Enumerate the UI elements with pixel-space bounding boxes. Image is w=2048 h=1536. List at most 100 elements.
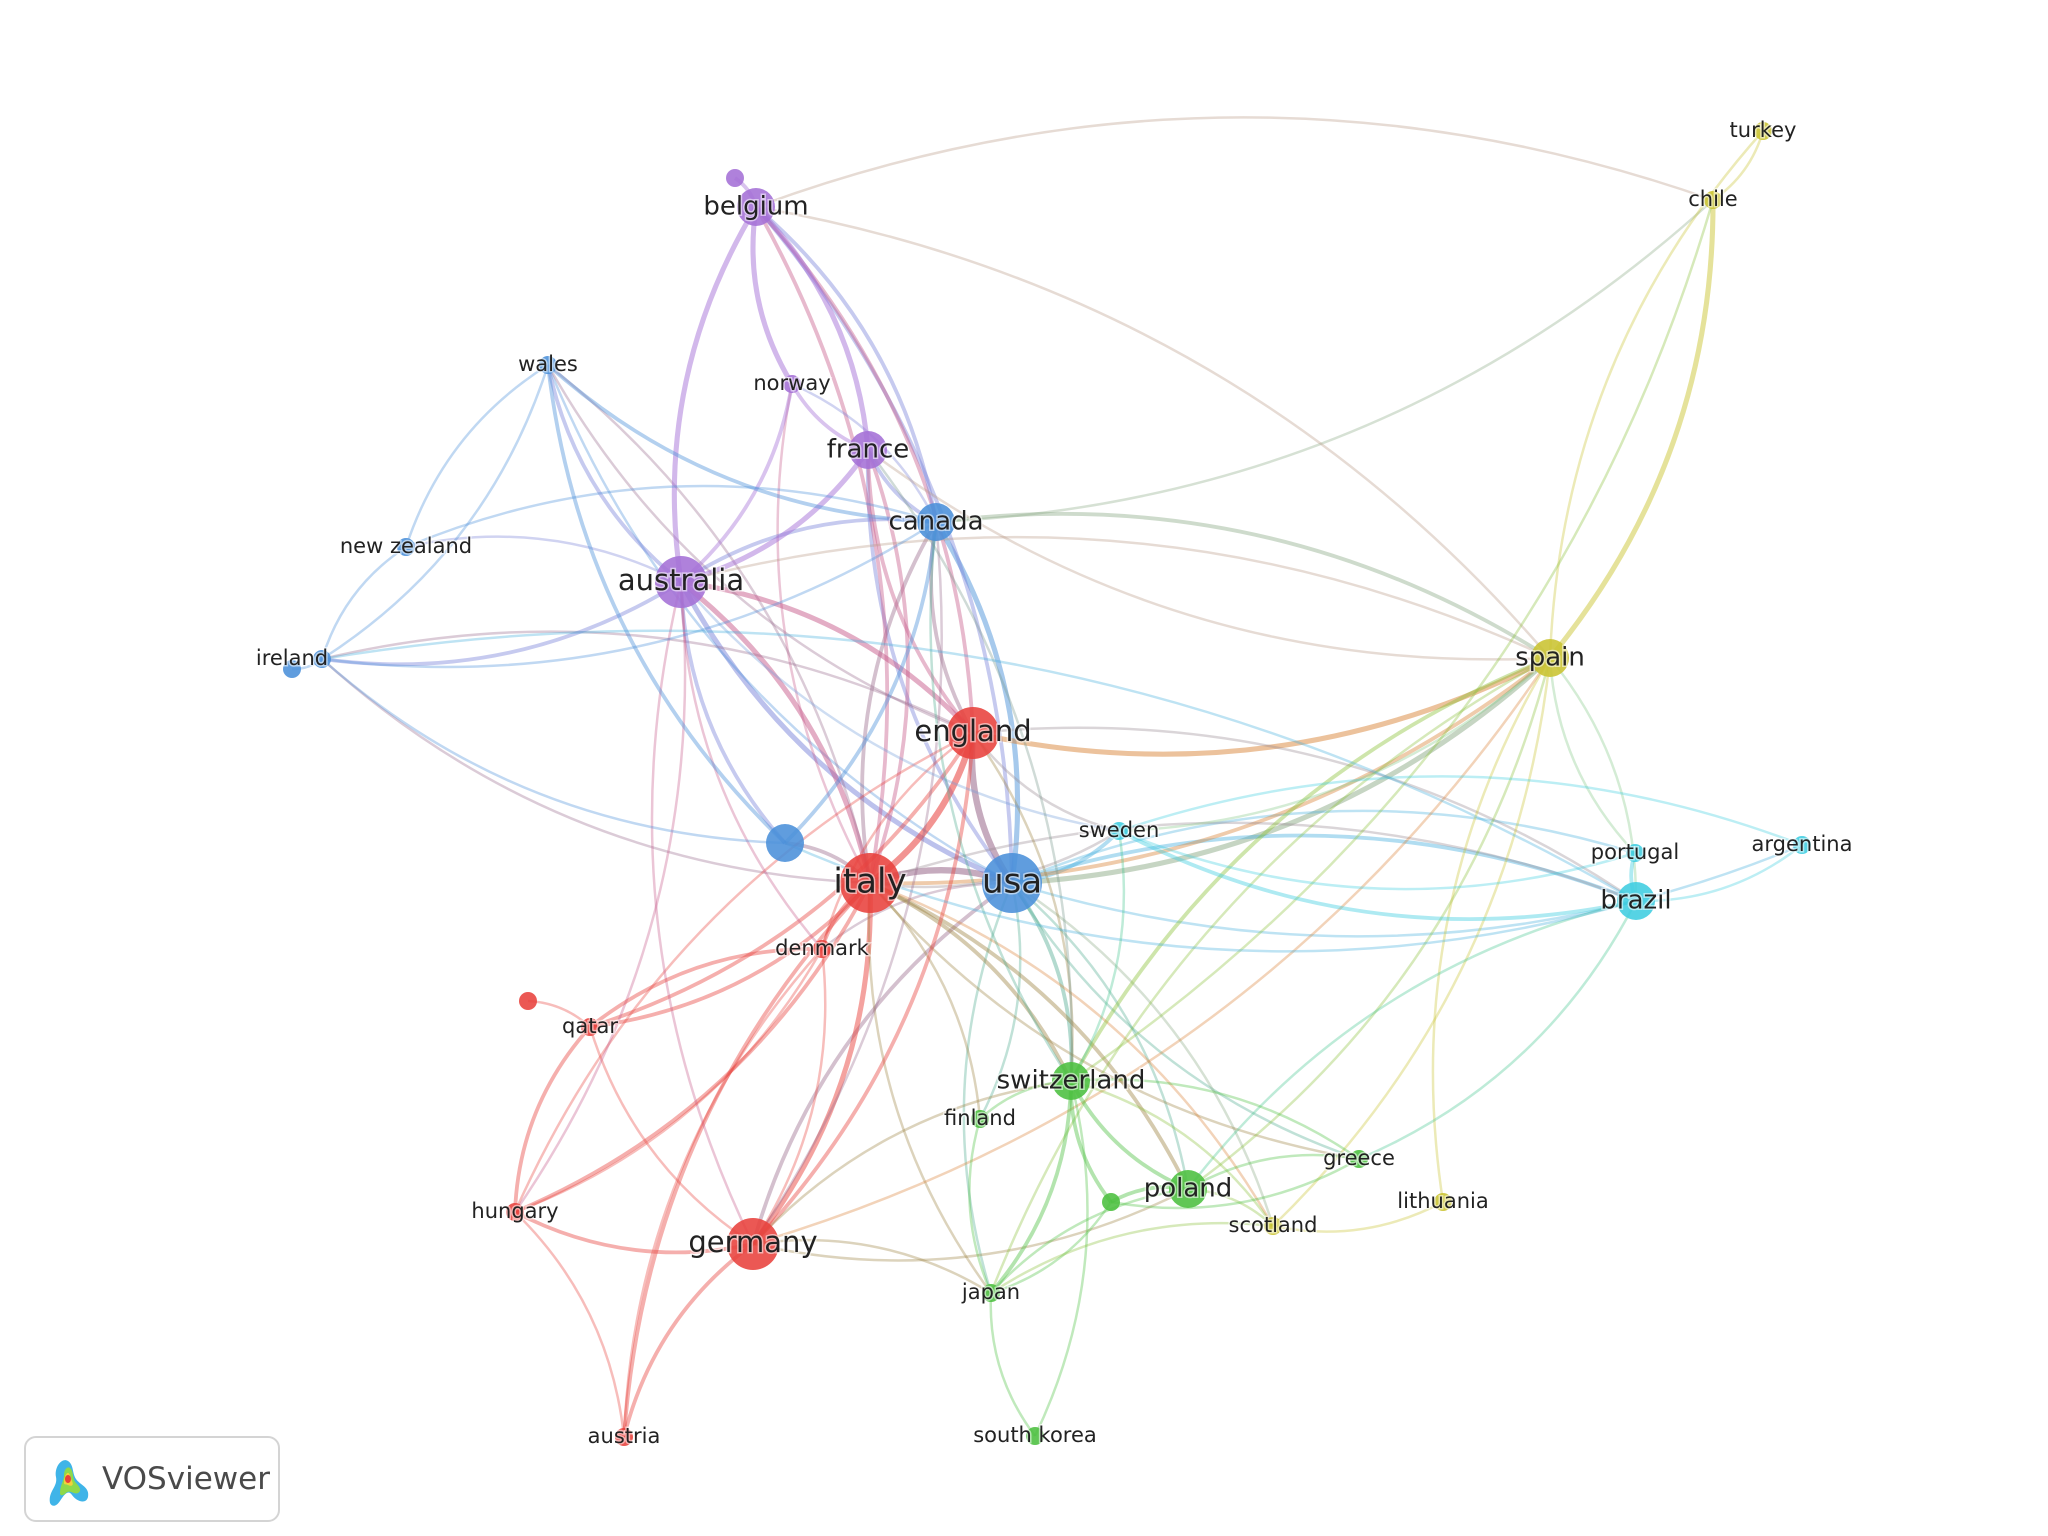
link-greece-unlabeled_green [1110,1157,1360,1210]
node-unlabeled-green[interactable] [1102,1193,1120,1211]
node-label-france[interactable]: france [825,433,911,466]
node-japan[interactable] [982,1284,1000,1302]
node-label-japan[interactable]: japan [959,1279,1021,1306]
node-unlabeled-red[interactable] [519,992,537,1010]
link-canada-switzerland [929,521,1073,1082]
nodes-layer [283,122,1811,1446]
node-label-portugal[interactable]: portugal [1589,839,1680,866]
node-label-brazil[interactable]: brazil [1599,884,1673,917]
node-label-denmark[interactable]: denmark [774,935,872,962]
node-norway[interactable] [783,375,801,393]
node-label-qatar[interactable]: qatar [561,1013,620,1040]
link-england-qatar [589,731,975,1029]
node-label-australia[interactable]: australia [616,562,745,599]
links-layer [291,116,1803,1438]
link-italy-australia [679,579,873,884]
node-finland[interactable] [971,1110,989,1128]
node-label-ireland[interactable]: ireland [254,645,329,672]
link-usa-germany [751,881,1014,1245]
link-usa-greece [1010,882,1360,1161]
link-sweden-argentina [1118,775,1803,847]
link-austria-denmark [622,948,823,1438]
link-belgium-france [754,205,871,451]
node-denmark[interactable] [813,940,831,958]
link-england-canada [929,521,975,734]
node-chile[interactable] [1704,191,1722,209]
node-label-switzerland[interactable]: switzerland [995,1064,1147,1097]
node-france[interactable] [849,431,887,469]
node-greece[interactable] [1350,1150,1368,1168]
node-new-zealand[interactable] [397,538,415,556]
node-label-wales[interactable]: wales [517,351,580,378]
node-unlabeled-blue[interactable] [766,824,804,862]
link-germany-canada [751,521,943,1245]
node-poland[interactable] [1169,1170,1207,1208]
node-label-sweden[interactable]: sweden [1077,817,1161,844]
node-label-norway[interactable]: norway [752,370,832,397]
link-spain-chile [1548,199,1716,660]
node-label-usa[interactable]: usa [980,860,1043,903]
node-label-canada[interactable]: canada [887,505,985,538]
link-australia-ireland [321,580,683,667]
node-label-spain[interactable]: spain [1514,641,1587,674]
node-label-south-korea[interactable]: south korea [972,1422,1099,1449]
link-usa-france [865,449,1014,885]
node-label-italy[interactable]: italy [832,860,908,903]
node-usa[interactable] [982,853,1042,913]
link-wales-new_zealand [404,363,549,548]
node-scotland[interactable] [1264,1217,1282,1235]
node-label-chile[interactable]: chile [1687,186,1739,213]
node-south-korea[interactable] [1026,1427,1044,1445]
node-label-scotland[interactable]: scotland [1227,1212,1319,1239]
node-belgium[interactable] [737,188,775,226]
node-canada[interactable] [917,503,955,541]
node-england[interactable] [947,707,999,759]
node-unlabeled-lightblue[interactable] [283,660,301,678]
node-switzerland[interactable] [1052,1062,1090,1100]
node-label-new-zealand[interactable]: new zealand [338,533,473,560]
node-label-turkey[interactable]: turkey [1728,117,1798,144]
node-austria[interactable] [615,1428,633,1446]
node-label-finland[interactable]: finland [943,1105,1018,1132]
node-label-germany[interactable]: germany [687,1224,819,1261]
node-turkey[interactable] [1754,122,1772,140]
node-qatar[interactable] [581,1018,599,1036]
link-england-germany [751,732,975,1246]
link-hungary-denmark [514,948,824,1214]
link-wales-unlabeled_blue [546,364,787,845]
node-label-hungary[interactable]: hungary [470,1198,560,1225]
link-spain-poland [1187,657,1552,1191]
link-italy-belgium [754,206,890,884]
node-label-argentina[interactable]: argentina [1750,831,1854,858]
node-portugal[interactable] [1626,844,1644,862]
node-italy[interactable] [840,853,900,913]
link-italy-hungary [514,882,872,1214]
link-spain-switzerland [1069,656,1551,1082]
node-label-poland[interactable]: poland [1142,1172,1234,1205]
link-switzerland-poland [1069,1080,1189,1191]
link-italy-switzerland [869,881,1073,1082]
vosviewer-logo-text: VOSviewer [102,1461,270,1497]
link-italy-austria [622,881,872,1438]
node-argentina[interactable] [1793,836,1811,854]
node-brazil[interactable] [1617,882,1655,920]
node-sweden[interactable] [1110,822,1128,840]
link-australia-unlabeled_blue [679,581,787,845]
link-chile-belgium [755,116,1714,209]
node-wales[interactable] [539,356,557,374]
node-ireland[interactable] [313,650,331,668]
node-label-lithuania[interactable]: lithuania [1396,1188,1490,1215]
link-germany-australia [650,581,755,1245]
node-unlabeled-purple[interactable] [726,169,744,187]
node-lithuania[interactable] [1434,1193,1452,1211]
link-italy-norway [776,383,872,884]
node-australia[interactable] [655,556,707,608]
node-hungary[interactable] [506,1203,524,1221]
node-label-greece[interactable]: greece [1322,1145,1397,1172]
node-label-england[interactable]: england [913,713,1033,750]
node-spain[interactable] [1531,639,1569,677]
node-label-belgium[interactable]: belgium [702,190,810,223]
node-label-austria[interactable]: austria [586,1423,662,1450]
node-germany[interactable] [727,1218,779,1270]
